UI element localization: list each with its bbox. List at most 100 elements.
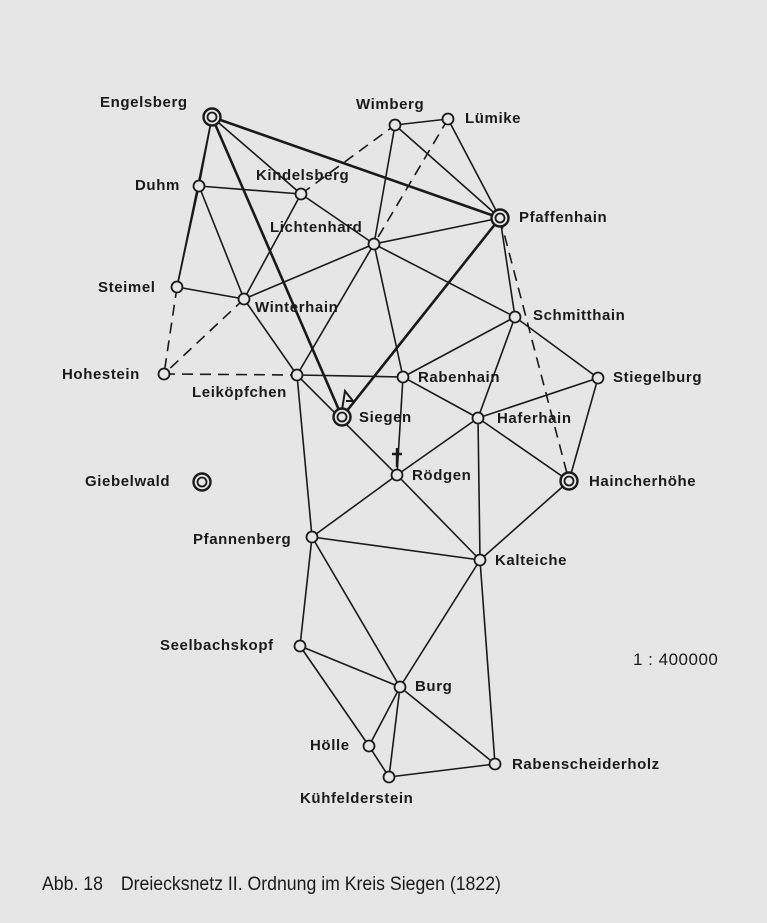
triangulation-edges <box>163 115 599 778</box>
edge-steimel-hohestein <box>163 286 178 375</box>
label-duhm: Duhm <box>135 177 180 194</box>
label-leikoepfchen: Leiköpfchen <box>192 384 287 401</box>
figure-caption: Abb. 18 Dreiecksnetz II. Ordnung im Krei… <box>42 874 501 896</box>
edge-stiegelburg-haferhain <box>477 377 599 419</box>
edge-schmitthain-haferhain <box>477 316 516 419</box>
map-markers <box>341 388 402 467</box>
edge-schmitthain-stiegelburg <box>514 316 599 379</box>
label-luemike: Lümike <box>465 110 522 127</box>
roedgen-cross-marker <box>392 448 402 467</box>
point-lichtenhard <box>367 237 381 251</box>
edge-pfannenberg-seelbachskopf <box>299 536 313 647</box>
label-wimberg: Wimberg <box>356 96 425 113</box>
edge-stiegelburg-haincherhoehe <box>568 377 599 482</box>
point-duhm <box>192 179 206 193</box>
edge-kindelsberg-lichtenhard <box>300 193 375 245</box>
edge-engelsberg-pfaffenhain <box>211 115 501 220</box>
siegen-flag-marker <box>341 388 356 411</box>
point-engelsberg <box>202 107 222 127</box>
label-rabenhain: Rabenhain <box>418 369 501 386</box>
edge-seelbachskopf-burg <box>299 645 401 688</box>
label-winterhain: Winterhain <box>255 299 339 316</box>
map-scale: 1 : 400000 <box>633 650 719 669</box>
caption-text: Dreiecksnetz II. Ordnung im Kreis Siegen… <box>120 874 501 895</box>
edge-luemike-pfaffenhain <box>447 118 501 219</box>
label-hoelle: Hölle <box>310 737 350 754</box>
edge-lichtenhard-leikoepfchen <box>296 243 375 376</box>
edge-schmitthain-rabenhain <box>402 316 516 378</box>
edge-winterhain-leikoepfchen <box>243 298 298 376</box>
edge-kindelsberg-wimberg <box>300 124 396 195</box>
edge-luemike-lichtenhard <box>373 118 449 245</box>
edge-leikoepfchen-pfannenberg <box>296 374 313 538</box>
label-lichtenhard: Lichtenhard <box>270 219 363 236</box>
edge-wimberg-lichtenhard <box>373 124 396 245</box>
edge-pfaffenhain-siegen <box>340 217 502 418</box>
edge-kalteiche-rabenscheiderholz <box>479 559 496 765</box>
edge-engelsberg-kindelsberg <box>211 116 302 195</box>
point-hohestein <box>157 367 171 381</box>
edge-lichtenhard-winterhain <box>243 243 375 300</box>
point-haincherhoehe <box>559 471 579 491</box>
edge-burg-rabenscheiderholz <box>399 686 496 765</box>
edge-burg-kuehfelderstein <box>388 686 401 778</box>
edge-duhm-steimel <box>176 185 200 288</box>
edge-haferhain-kalteiche <box>477 417 481 561</box>
edge-leikoepfchen-rabenhain <box>296 374 404 378</box>
point-siegen <box>332 407 352 427</box>
label-seelbachskopf: Seelbachskopf <box>160 637 274 654</box>
edge-kalteiche-burg <box>399 559 481 688</box>
point-haferhain <box>471 411 485 425</box>
triangulation-points <box>157 107 605 784</box>
point-giebelwald <box>192 472 212 492</box>
point-leikoepfchen <box>290 368 304 382</box>
edge-roedgen-pfannenberg <box>311 474 398 538</box>
point-kalteiche <box>473 553 487 567</box>
point-kuehfelderstein <box>382 770 396 784</box>
label-kalteiche: Kalteiche <box>495 552 568 569</box>
edge-pfannenberg-burg <box>311 536 401 688</box>
edge-pfannenberg-kalteiche <box>311 536 481 561</box>
label-roedgen: Rödgen <box>412 467 472 484</box>
edge-steimel-winterhain <box>176 286 245 300</box>
point-kindelsberg <box>294 187 308 201</box>
label-kuehfelderstein: Kühfelderstein <box>300 790 414 807</box>
edge-lichtenhard-rabenhain <box>373 243 404 378</box>
edge-wimberg-pfaffenhain <box>394 124 501 219</box>
point-hoelle <box>362 739 376 753</box>
edge-haincherhoehe-kalteiche <box>479 480 570 561</box>
label-pfaffenhain: Pfaffenhain <box>519 209 608 226</box>
edge-engelsberg-siegen <box>210 116 344 418</box>
edge-haferhain-haincherhoehe <box>477 417 570 482</box>
edge-roedgen-kalteiche <box>396 474 481 561</box>
edge-duhm-winterhain <box>198 185 245 300</box>
point-roedgen <box>390 468 404 482</box>
edge-wimberg-luemike <box>394 118 449 126</box>
point-schmitthain <box>508 310 522 324</box>
edge-haferhain-roedgen <box>396 417 479 476</box>
edge-pfaffenhain-schmitthain <box>499 217 516 318</box>
edge-lichtenhard-schmitthain <box>373 243 516 318</box>
point-winterhain <box>237 292 251 306</box>
label-kindelsberg: Kindelsberg <box>256 167 350 184</box>
point-luemike <box>441 112 455 126</box>
edge-duhm-kindelsberg <box>198 185 302 195</box>
edge-lichtenhard-pfaffenhain <box>373 217 501 245</box>
edge-hohestein-leikoepfchen <box>163 373 298 376</box>
caption-number: Abb. 18 <box>42 874 103 895</box>
label-burg: Burg <box>415 678 453 695</box>
point-steimel <box>170 280 184 294</box>
edge-seelbachskopf-hoelle <box>299 645 370 747</box>
point-burg <box>393 680 407 694</box>
point-pfannenberg <box>305 530 319 544</box>
edge-pfaffenhain-haincherhoehe <box>499 217 570 482</box>
point-rabenscheiderholz <box>488 757 502 771</box>
label-engelsberg: Engelsberg <box>100 94 188 111</box>
label-rabenscheiderholz: Rabenscheiderholz <box>512 756 660 773</box>
label-siegen: Siegen <box>359 409 412 426</box>
label-pfannenberg: Pfannenberg <box>193 531 292 548</box>
label-steimel: Steimel <box>98 279 156 296</box>
edge-burg-hoelle <box>368 686 401 747</box>
label-hohestein: Hohestein <box>62 366 140 383</box>
